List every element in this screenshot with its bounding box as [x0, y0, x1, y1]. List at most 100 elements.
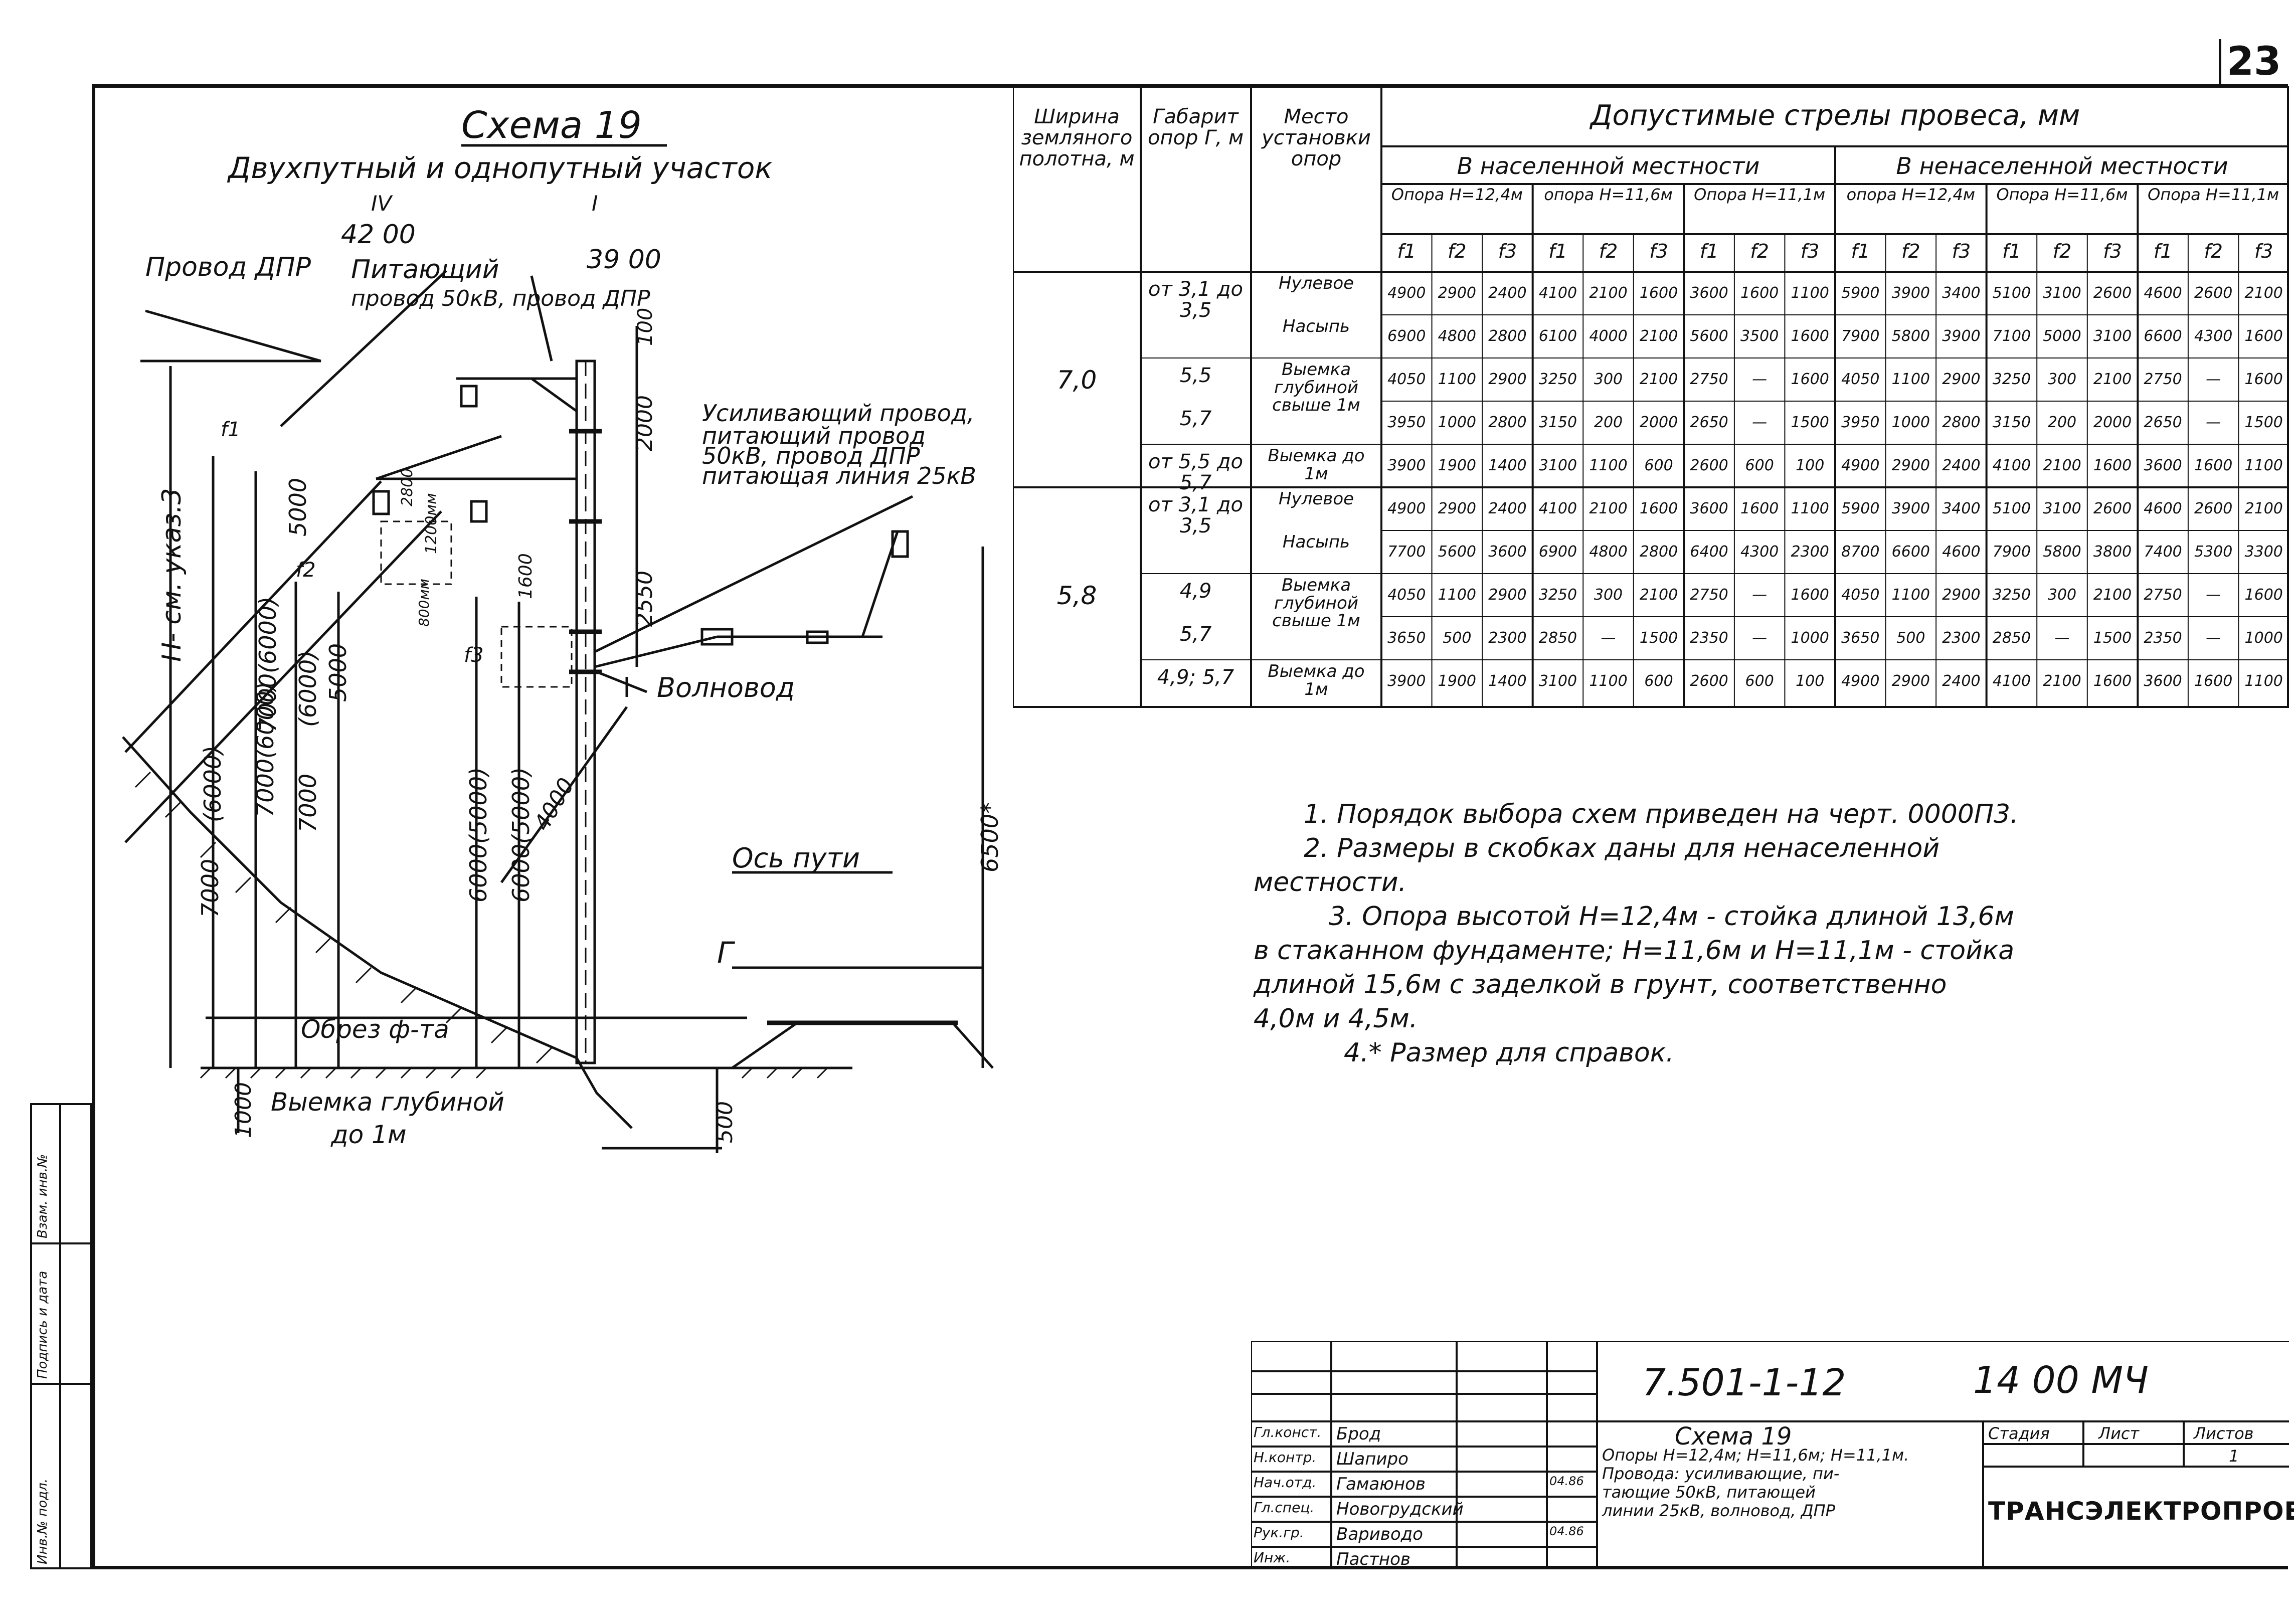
sag-value: 600 — [1745, 672, 1774, 690]
sag-value: 2900 — [1891, 672, 1930, 690]
sag-value: 1500 — [1639, 629, 1678, 647]
sag-value: 1100 — [1438, 371, 1476, 388]
org-name: ТРАНСЭЛЕКТРОПРОЕКТ — [1988, 1497, 2294, 1526]
tb-date: 04.86 — [1549, 1524, 1584, 1538]
sag-value: 5100 — [1992, 500, 2031, 517]
group-width: 7,0 — [1056, 366, 1097, 395]
row-gabarit: 4,9 — [1179, 580, 1212, 603]
sag-value: 7400 — [2144, 543, 2182, 561]
row-place: Насыпь — [1282, 532, 1350, 552]
sag-value: 3100 — [2043, 284, 2081, 302]
note-line: 4,0м и 4,5м. — [1254, 1004, 1418, 1034]
hdr-f: f2 — [2052, 240, 2072, 262]
sag-value: 4900 — [1841, 672, 1880, 690]
sag-value: 300 — [2047, 371, 2077, 388]
dim-2800: 2800 — [399, 468, 416, 506]
sag-value: 300 — [1594, 586, 1623, 604]
sag-value: 300 — [2047, 586, 2077, 604]
sag-value: 3250 — [1538, 586, 1577, 604]
sag-value: 3950 — [1841, 414, 1880, 431]
sag-value: 2300 — [1488, 629, 1527, 647]
label-reinforcing-1: Усиливающий провод, — [702, 400, 974, 427]
sag-value: 3400 — [1942, 284, 1981, 302]
sag-value: 4600 — [1942, 543, 1981, 561]
notes: 1. Порядок выбора схем приведен на черт.… — [1254, 797, 2231, 1070]
sag-value: 4900 — [1841, 457, 1880, 474]
hdr-unpopulated: В ненаселенной местности — [1896, 152, 2228, 179]
sag-value: 1100 — [1589, 457, 1628, 474]
hdr-f: f2 — [2204, 240, 2223, 262]
sag-value: 3300 — [2244, 543, 2283, 561]
label-f1: f1 — [221, 418, 241, 441]
sag-value: 3250 — [1992, 586, 2031, 604]
doc-sheet-code: 14 00 МЧ — [1973, 1359, 2149, 1402]
sag-value: 4000 — [1589, 327, 1628, 345]
sag-value: 5600 — [1690, 327, 1728, 345]
dim-500: 500 — [712, 1101, 738, 1143]
sag-value: 500 — [1443, 629, 1472, 647]
doc-code: 7.501-1-12 — [1642, 1361, 1846, 1404]
tb-name: Шапиро — [1336, 1449, 1408, 1469]
hdr-f: f2 — [1448, 240, 1467, 262]
sag-value: 1500 — [2244, 414, 2283, 431]
dim-1600: 1600 — [515, 553, 536, 599]
sag-value: 1600 — [2244, 586, 2283, 604]
dim-6000-a: (6000) — [199, 746, 226, 822]
hdr-f: f1 — [2002, 240, 2021, 262]
hdr-pole: опора Н=11,6м — [1544, 185, 1673, 204]
sag-value: 600 — [1745, 457, 1774, 474]
row-place: Выемка до 1м — [1268, 446, 1365, 484]
sag-value: 2900 — [1891, 457, 1930, 474]
sag-value: 2000 — [2093, 414, 2132, 431]
sag-value: 1600 — [2194, 672, 2233, 690]
sag-value: 2650 — [1690, 414, 1728, 431]
sag-value: 2100 — [2043, 672, 2081, 690]
sag-value: 1100 — [1791, 500, 1829, 517]
hdr-pole: Опора Н=12,4м — [1391, 185, 1523, 204]
row-gabarit: от 5,5 до 5,7 — [1148, 450, 1243, 494]
sag-value: — — [1752, 371, 1768, 388]
sag-table: Ширина земляного полотна, м Габарит опор… — [1013, 86, 2289, 708]
tb-role: Нач.отд. — [1254, 1474, 1317, 1491]
sag-value: — — [1601, 629, 1616, 647]
sag-value: 6100 — [1538, 327, 1577, 345]
sag-value: 1900 — [1438, 672, 1476, 690]
sag-value: — — [2206, 414, 2221, 431]
tb-name: Брод — [1336, 1424, 1381, 1444]
sag-value: 1100 — [1438, 586, 1476, 604]
sag-value: — — [2206, 629, 2221, 647]
sag-value: 2400 — [1942, 457, 1981, 474]
dim-6500: 6500* — [976, 802, 1003, 872]
label-cut-2: до 1м — [330, 1120, 407, 1149]
sag-value: 1600 — [1791, 371, 1829, 388]
tb-role: Гл.конст. — [1254, 1424, 1322, 1440]
sag-value: 4800 — [1438, 327, 1476, 345]
sag-value: 6600 — [2144, 327, 2182, 345]
desc-line: Опоры Н=12,4м; Н=11,6м; Н=11,1м. — [1602, 1446, 1909, 1465]
hdr-populated: В населенной местности — [1457, 152, 1760, 179]
sag-value: 600 — [1644, 457, 1673, 474]
sag-value: 7100 — [1992, 327, 2031, 345]
sag-value: 1600 — [2093, 672, 2132, 690]
sag-value: — — [2206, 371, 2221, 388]
sag-value: 3650 — [1387, 629, 1426, 647]
label-waveguide: Волновод — [657, 672, 795, 703]
sag-value: 5900 — [1841, 284, 1880, 302]
sag-value: 4800 — [1589, 543, 1628, 561]
sag-value: 2800 — [1488, 414, 1527, 431]
sag-value: 2600 — [2194, 284, 2233, 302]
dim-800: 800мм — [416, 579, 432, 627]
sag-value: 4100 — [1538, 500, 1577, 517]
sag-value: — — [1752, 586, 1768, 604]
sag-value: 2900 — [1488, 586, 1527, 604]
sag-value: 2100 — [2043, 457, 2081, 474]
sag-value: 1600 — [1791, 586, 1829, 604]
sag-value: 2100 — [1639, 586, 1678, 604]
sag-value: 5900 — [1841, 500, 1880, 517]
row-place: Выемка до 1м — [1268, 661, 1365, 699]
sag-value: 200 — [1594, 414, 1623, 431]
sag-value: 2100 — [1639, 327, 1678, 345]
table-grid — [1013, 86, 2289, 708]
hdr-f: f1 — [1548, 240, 1567, 262]
